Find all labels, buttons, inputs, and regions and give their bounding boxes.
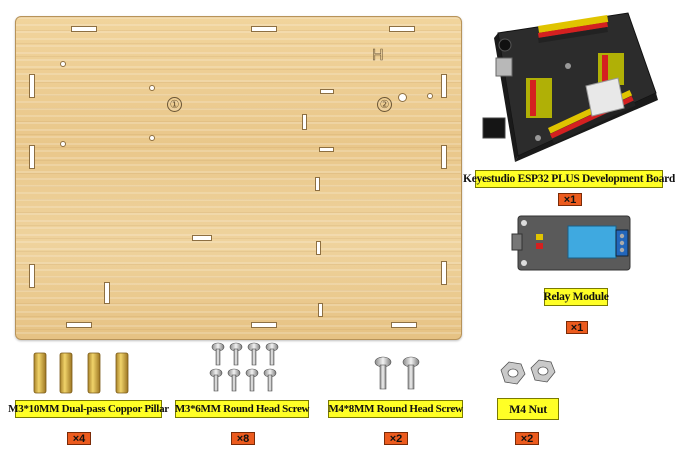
m4-nut-quantity: ×2 bbox=[515, 432, 539, 445]
board-slot bbox=[441, 145, 447, 169]
mark-letter-h: H bbox=[372, 47, 384, 65]
m4-nuts-image bbox=[500, 359, 556, 385]
board-slot bbox=[389, 26, 415, 32]
copper-pillar-label: M3*10MM Dual-pass Coppor Pillar bbox=[8, 400, 169, 418]
board-slot bbox=[316, 241, 321, 255]
board-hole bbox=[149, 85, 155, 91]
m3-screw-quantity: ×8 bbox=[231, 432, 255, 445]
board-hole bbox=[60, 61, 66, 67]
m4-screw-quantity: ×2 bbox=[384, 432, 408, 445]
wooden-board: ① ② H bbox=[15, 16, 462, 340]
relay-module-label: Relay Module bbox=[543, 288, 609, 306]
copper-pillars-image bbox=[33, 352, 129, 394]
m3-screw-label: M3*6MM Round Head Screw bbox=[175, 400, 309, 418]
esp32-board-label: Keyestudio ESP32 PLUS Development Board bbox=[463, 170, 675, 188]
board-slot bbox=[66, 322, 92, 328]
esp32-board-image bbox=[482, 12, 658, 162]
board-slot bbox=[29, 264, 35, 288]
board-slot bbox=[391, 322, 417, 328]
board-hole bbox=[398, 93, 407, 102]
board-slot bbox=[192, 235, 212, 241]
board-slot bbox=[251, 322, 277, 328]
mark-circle-two: ② bbox=[377, 97, 392, 112]
board-slot bbox=[441, 261, 447, 285]
m3-screws-image bbox=[209, 342, 279, 392]
m4-screw-label: M4*8MM Round Head Screw bbox=[328, 400, 463, 418]
board-slot bbox=[104, 282, 110, 304]
board-slot bbox=[29, 145, 35, 169]
board-slot bbox=[71, 26, 97, 32]
board-hole bbox=[149, 135, 155, 141]
board-slot bbox=[302, 114, 307, 130]
relay-module-image bbox=[511, 215, 631, 271]
mark-circle-one: ① bbox=[167, 97, 182, 112]
copper-pillar-quantity: ×4 bbox=[67, 432, 91, 445]
board-hole bbox=[427, 93, 433, 99]
board-slot bbox=[251, 26, 277, 32]
board-slot bbox=[441, 74, 447, 98]
board-slot bbox=[318, 303, 323, 317]
relay-module-quantity: ×1 bbox=[566, 321, 588, 334]
board-slot bbox=[320, 89, 334, 94]
board-slot bbox=[319, 147, 334, 152]
board-slot bbox=[315, 177, 320, 191]
m4-screws-image bbox=[374, 356, 420, 390]
board-slot bbox=[29, 74, 35, 98]
m4-nut-label: M4 Nut bbox=[497, 398, 559, 420]
board-hole bbox=[60, 141, 66, 147]
esp32-board-quantity: ×1 bbox=[558, 193, 582, 206]
